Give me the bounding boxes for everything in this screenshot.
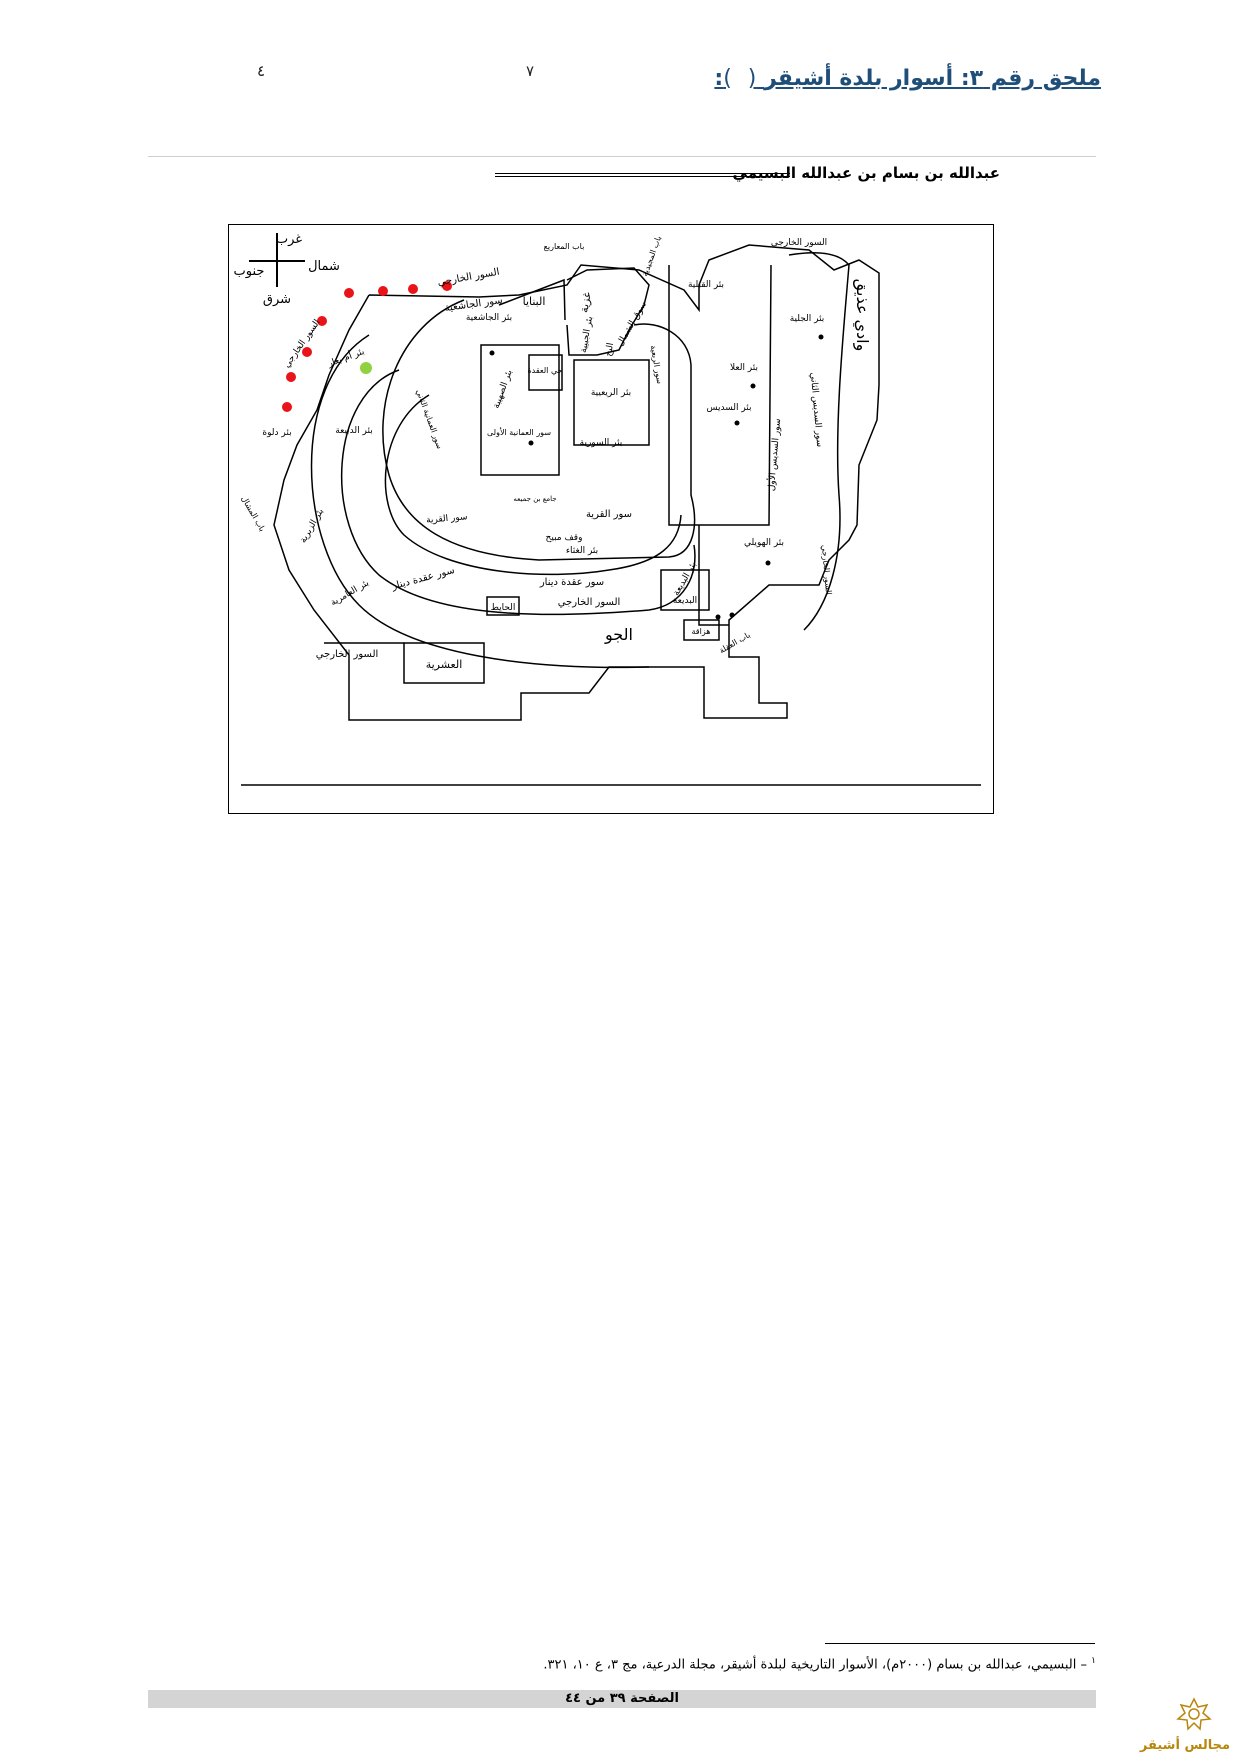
heading-colon: : (714, 66, 724, 91)
label-bir-alula: بئر العلا (730, 363, 758, 373)
aqda-block (528, 354, 563, 391)
badia-block (660, 569, 710, 611)
footnote: ١ – البسيمي، عبدالله بن بسام (٢٠٠٠م)، ال… (543, 1656, 1096, 1672)
ghazzia-block (566, 267, 650, 356)
red-marker (317, 316, 327, 326)
label-sur-alqarya-1: سور القرية (426, 512, 468, 526)
page-mark-left: ٤ (257, 62, 266, 80)
footnote-text: – البسيمي، عبدالله بن بسام (٢٠٠٠م)، الأس… (543, 1657, 1088, 1673)
label-sur-alsudais-1: سور السديس الأول (765, 418, 783, 492)
red-marker (282, 402, 292, 412)
label-outer-wall-right: السور الخارجي (437, 267, 501, 289)
label-albanaya: البنايا (523, 295, 546, 308)
footnote-number: ١ (1091, 1656, 1096, 1666)
page-number-footer: الصفحة ٣٩ من ٤٤ (148, 1690, 1096, 1708)
albanaya-block (498, 278, 566, 321)
label-bir-alamiriya: بئر العامرية (329, 578, 371, 608)
label-wadi-athq: وادي عذيق (852, 279, 872, 352)
label-outer-wall-left: السور الخارجي (282, 318, 323, 370)
first-omaniya-wall (480, 344, 560, 476)
sudais-wall (668, 264, 772, 526)
label-bir-alhuwaili: بئر الهويلي (744, 538, 784, 548)
footnote-reference-close: ) (723, 66, 732, 91)
label-bir-aldubaiya: بئر الدبيعة (335, 426, 372, 436)
qarya-wall (340, 369, 696, 616)
aqda-dinar-wall (310, 334, 650, 669)
far-right-outer-wall (788, 251, 850, 631)
compass-south: جنوب (234, 264, 265, 279)
label-bir-aljasheia: بئر الجاشعية (466, 313, 512, 323)
label-bir-alsuhaibah: بئر الصهيبة (491, 369, 514, 410)
red-marker (302, 347, 312, 357)
label-bir-ubayd: بئر أم بعار (325, 345, 366, 370)
heading-title: ملحق رقم ٣: أسوار بلدة أشيقر (764, 66, 1101, 91)
label-sur-aqda-dinar-2: سور عقدة دينار (539, 577, 604, 588)
red-marker (378, 286, 388, 296)
jasheia-wall (382, 299, 696, 561)
top-divider (148, 156, 1096, 157)
label-sur-kharji-bottom: السور الخارجي (558, 597, 621, 608)
second-omaniya-wall (384, 394, 682, 576)
label-sur-alsudais-2: سور السديس الثاني (808, 372, 824, 448)
green-marker (360, 362, 372, 374)
compass-west: غرب (276, 232, 302, 247)
label-bir-alghathaa: بئر الغثاء (566, 546, 598, 556)
label-bir-alsuriya: بئر السورية (580, 438, 623, 448)
label-bir-alqibliya: بئر القبلية (688, 280, 724, 290)
footnote-reference-open: ( (747, 66, 757, 91)
label-sur-alumaniya-2: سور العمانية الثاني (414, 388, 444, 450)
red-marker (408, 284, 418, 294)
compass-north: شمال (308, 259, 340, 274)
label-aljaw: الجو (604, 625, 633, 645)
label-sur-alriyadiya: سور الربعية (649, 345, 665, 385)
label-sur-alqarya-2: سور القرية (586, 509, 632, 520)
walls-map: غرب شمال جنوب شرق باب المعاريع باب المجي… (228, 224, 994, 814)
red-marker (344, 288, 354, 298)
red-marker (442, 281, 452, 291)
label-bir-duluwa: بئر دلوة (262, 428, 291, 438)
site-logo: مجالس أشيقر (1139, 1697, 1230, 1753)
label-sur-aljasheia: سور الجاشعية (444, 295, 503, 314)
label-bab-top: باب المجيدية (640, 235, 663, 278)
hazaqa-block (683, 619, 720, 641)
compass-east: شرق (263, 292, 291, 307)
label-sur-kharji-top-right: السور الخارجي (771, 238, 827, 248)
label-sur-aqda-dinar-1: سور عقدة دينار (390, 565, 456, 593)
label-sur-kharji-far-right: السور الخارجي (820, 544, 833, 595)
label-bab-almarakib: باب المعاريع (544, 242, 585, 251)
label-sur-alumaniya-1: سور العمانية الأولى (487, 427, 551, 437)
hayit-block (486, 596, 520, 616)
page-mark-right: ٧ (526, 62, 535, 80)
wall-markers (282, 281, 452, 412)
label-hayy-aluqda: حي العقدة (527, 366, 562, 375)
label-waqf-mubayyah: وقف مبيح (546, 533, 583, 543)
footnote-separator (825, 1643, 1095, 1644)
label-sur-kharji-bottom-left: السور الخارجي (316, 649, 379, 660)
label-bab-almeshal: باب المشال (239, 494, 267, 533)
label-jami: جامع بن جميعه (513, 495, 556, 503)
label-albukh: البخ (604, 342, 616, 357)
red-marker (286, 372, 296, 382)
label-ghazzia: غزية (577, 291, 593, 314)
label-bir-alsudais: بئر السديس (706, 403, 751, 413)
label-alashriya: العشرية (426, 658, 463, 671)
logo-emblem-icon (1176, 1697, 1212, 1731)
label-bir-alriyadiya: بئر الريعيية (591, 388, 631, 398)
author-rule (495, 173, 790, 179)
label-bir-albadia: بئر البديعة (672, 560, 699, 597)
author-name: عبدالله بن بسام بن عبدالله البسيمي (732, 164, 1000, 182)
label-albadia: البديعة (673, 596, 697, 606)
suburb-wall (573, 359, 650, 446)
logo-caption: مجالس أشيقر (1139, 1738, 1230, 1753)
label-hazaqa: هزاقة (692, 627, 711, 636)
walls-map-drawing: غرب شمال جنوب شرق باب المعاريع باب المجي… (234, 232, 981, 786)
label-bab-aluqla: باب العقلة (718, 630, 752, 655)
page-heading: ملحق رقم ٣: أسوار بلدة أشيقر (): (714, 66, 1101, 91)
author-row: عبدالله بن بسام بن عبدالله البسيمي (210, 164, 1000, 188)
ashriya-block (403, 642, 485, 684)
label-bir-aljaliya: بئر الجلية (790, 314, 825, 324)
label-alhayit: الحايط (491, 603, 516, 613)
label-bir-aljubaiya: بئر الجبيية (579, 316, 595, 354)
outer-wall-line (273, 244, 880, 721)
